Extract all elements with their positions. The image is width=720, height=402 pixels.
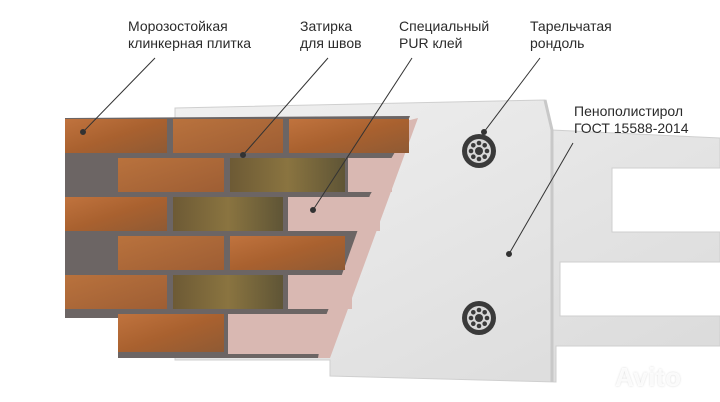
label-pur-adhesive: Специальный PUR клей — [399, 18, 489, 52]
adhesive-patch — [288, 197, 380, 231]
label-grout: Затирка для швов — [300, 18, 362, 52]
dowel-washer-icon — [462, 134, 496, 168]
label-line: Пенополистирол — [574, 103, 684, 119]
label-line: для швов — [300, 35, 362, 51]
adhesive-patch — [348, 158, 392, 192]
leader-lines — [80, 57, 574, 257]
brick — [173, 197, 283, 231]
adhesive-patch — [228, 314, 328, 354]
brick — [65, 275, 167, 309]
label-polystyrene-foam: Пенополистирол ГОСТ 15588-2014 — [574, 103, 689, 137]
brick — [65, 197, 167, 231]
label-line: клинкерная плитка — [128, 35, 252, 51]
dowel-washer-icon — [462, 301, 496, 335]
label-line: Морозостойкая — [128, 18, 228, 34]
label-frost-resistant-tile: Морозостойкая клинкерная плитка — [128, 18, 251, 52]
brick — [230, 158, 345, 192]
avito-watermark: Avito — [615, 362, 682, 392]
adhesive-patch — [288, 275, 352, 309]
brick — [118, 236, 224, 270]
brick — [230, 236, 345, 270]
foam-edge-highlight — [543, 99, 554, 382]
brick — [65, 119, 167, 153]
brick — [118, 158, 224, 192]
brick — [118, 314, 224, 352]
label-line: Затирка — [300, 18, 353, 34]
brick — [173, 275, 283, 309]
label-line: рондоль — [530, 35, 585, 51]
label-line: Специальный — [399, 18, 490, 34]
label-line: PUR клей — [399, 35, 463, 51]
label-dowel-washer: Тарельчатая рондоль — [530, 18, 612, 52]
brick — [289, 119, 409, 153]
label-line: Тарельчатая — [530, 18, 612, 34]
label-line: ГОСТ 15588-2014 — [574, 120, 689, 136]
brick — [173, 119, 283, 153]
